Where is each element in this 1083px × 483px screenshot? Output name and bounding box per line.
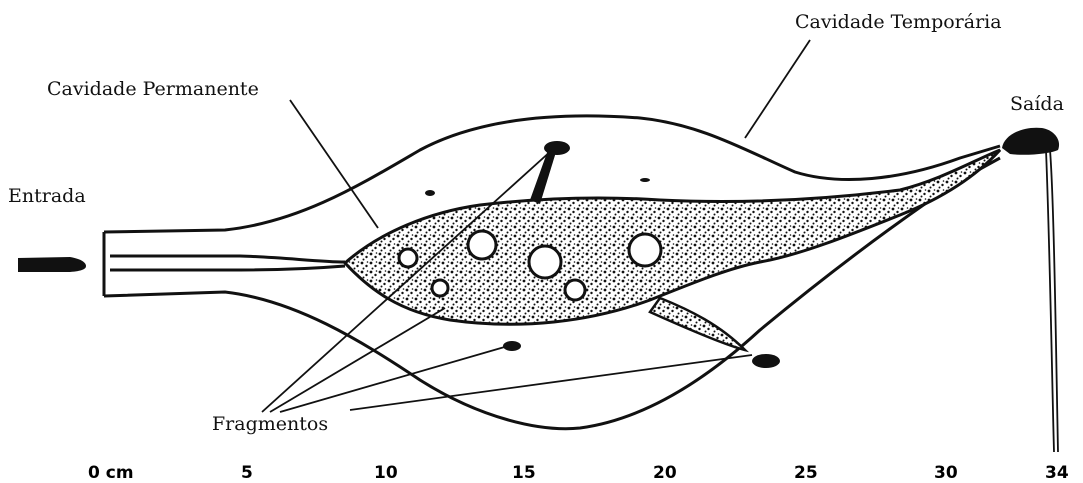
exit-line — [1046, 150, 1058, 452]
entry-channel — [104, 232, 345, 296]
scale-tick-0: 0 cm — [88, 463, 134, 483]
scale-axis: 0 cm 5 10 15 20 25 30 34 — [88, 463, 1069, 483]
fragment-right — [752, 354, 780, 368]
label-entry: Entrada — [8, 185, 86, 207]
leader-temporary-cavity — [745, 40, 810, 138]
permanent-cavity — [345, 150, 1000, 324]
scale-tick-25: 25 — [794, 463, 818, 483]
scale-tick-34: 34 — [1045, 463, 1069, 483]
scale-tick-5: 5 — [241, 463, 253, 483]
leader-permanent-cavity — [290, 100, 378, 228]
lower-fissure — [650, 298, 745, 350]
fragment-small-2 — [640, 178, 650, 182]
scale-tick-20: 20 — [653, 463, 677, 483]
scale-tick-30: 30 — [934, 463, 958, 483]
label-exit: Saída — [1010, 93, 1064, 115]
label-fragments: Fragmentos — [212, 413, 328, 435]
label-permanent-cavity: Cavidade Permanente — [47, 78, 259, 100]
leader-fragment-2 — [270, 308, 445, 412]
bullet-entry — [18, 257, 86, 272]
scale-tick-15: 15 — [512, 463, 536, 483]
label-temporary-cavity: Cavidade Temporária — [795, 11, 1002, 33]
leader-fragment-3 — [280, 346, 508, 412]
fragment-small-1 — [425, 190, 435, 196]
scale-tick-10: 10 — [374, 463, 398, 483]
